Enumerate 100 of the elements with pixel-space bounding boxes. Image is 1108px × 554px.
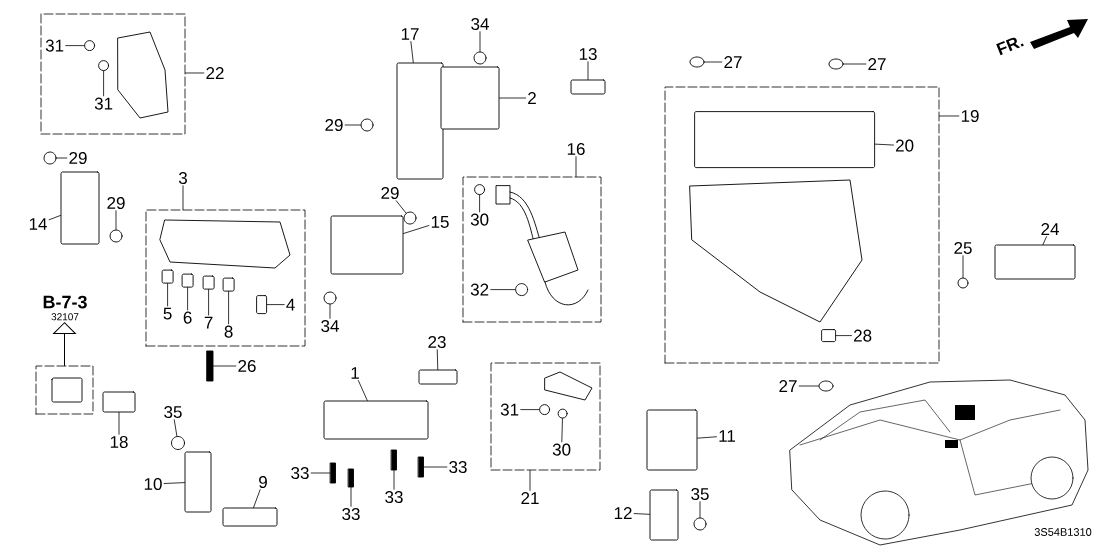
callout-number: 33: [291, 467, 309, 480]
callout-number: 15: [431, 216, 449, 228]
leader-line: [699, 501, 701, 518]
callout-number: 31: [500, 403, 519, 416]
callout-number: 32: [470, 283, 489, 296]
leader-line: [163, 482, 185, 484]
callout-number: 34: [471, 18, 489, 31]
callout-number: 35: [691, 488, 709, 501]
callout-number: 24: [1041, 223, 1059, 235]
callout-number: 8: [224, 325, 233, 338]
callout-number: 29: [381, 187, 399, 200]
callout-number: 28: [854, 329, 872, 342]
leader-line: [228, 291, 229, 325]
leader-line: [185, 72, 205, 74]
leader-line: [561, 418, 563, 443]
leader-line: [187, 287, 188, 311]
callout-number: 27: [724, 56, 742, 68]
leader-line: [56, 157, 68, 159]
callout-number: 25: [954, 242, 972, 255]
part-box: [646, 409, 698, 471]
part-bar: [418, 456, 424, 478]
callout-number: 33: [385, 491, 403, 504]
part-box: [440, 66, 500, 130]
callout-number: 6: [183, 311, 192, 324]
part-box: [994, 244, 1076, 280]
leader-line: [704, 61, 723, 63]
part-bar: [391, 449, 397, 471]
reference-code: B-7-3 32107: [43, 295, 87, 321]
callout-number: 16: [567, 143, 585, 156]
leader-line: [213, 365, 237, 367]
callout-number: 29: [107, 197, 125, 210]
part-bar: [348, 468, 354, 488]
part-box: [222, 277, 235, 292]
callout-number: 19: [961, 110, 979, 123]
part-box: [184, 451, 212, 513]
arrow: [53, 322, 76, 367]
callout-number: 14: [29, 218, 47, 230]
leader-line: [798, 385, 819, 387]
dashed-frame: [462, 176, 602, 323]
callout-number: 18: [110, 436, 128, 449]
callout-number: 27: [868, 58, 886, 70]
part-box: [60, 171, 100, 245]
leader-line: [103, 70, 104, 97]
callout-number: 21: [521, 492, 539, 504]
leader-line: [529, 470, 531, 491]
callout-number: 27: [779, 380, 797, 392]
callout-number: 29: [69, 152, 87, 165]
callout-number: 13: [579, 48, 597, 61]
part-box: [649, 489, 679, 541]
leader-line: [939, 115, 960, 117]
drawing-number: 3S54B1310: [1034, 528, 1092, 536]
callout-number: 5: [163, 307, 172, 320]
part-bar: [330, 462, 336, 484]
dashed-frame: [664, 86, 940, 364]
leader-line: [835, 335, 852, 336]
part-bar: [206, 350, 214, 382]
leader-line: [115, 210, 117, 230]
part-box: [222, 507, 278, 527]
dashed-frame: [40, 13, 186, 135]
callout-number: 11: [719, 430, 735, 442]
part-box: [256, 295, 268, 315]
leader-line: [208, 289, 209, 316]
leader-line: [490, 289, 516, 290]
leader-line: [350, 487, 352, 507]
callout-number: 22: [206, 67, 224, 79]
callout-number: 2: [528, 92, 536, 104]
leader-line: [253, 489, 261, 508]
leader-line: [393, 470, 395, 490]
leader-line: [310, 472, 331, 474]
callout-number: 12: [614, 507, 632, 519]
leader-line: [423, 466, 448, 468]
leader-line: [167, 283, 168, 307]
leader-line: [182, 185, 184, 210]
leader-line: [479, 31, 481, 52]
leader-line: [403, 225, 430, 234]
leader-line: [520, 409, 540, 410]
leader-line: [962, 255, 964, 278]
leader-line: [410, 41, 414, 63]
leader-line: [1042, 236, 1047, 245]
part-box: [570, 79, 606, 95]
leader-line: [633, 513, 650, 515]
part-box: [323, 400, 429, 440]
callout-number: 31: [94, 97, 113, 110]
callout-number: 33: [449, 461, 467, 474]
leader-line: [874, 143, 894, 146]
dashed-frame: [145, 209, 306, 347]
direction-label: FR.: [996, 37, 1024, 56]
leader-line: [479, 194, 480, 213]
leader-line: [173, 419, 178, 437]
part-box: [418, 369, 458, 385]
part-box: [396, 62, 444, 180]
leader-line: [48, 215, 61, 221]
part-box: [821, 329, 837, 343]
callout-number: 9: [259, 476, 267, 489]
leader-line: [344, 124, 361, 126]
callout-number: 29: [325, 119, 343, 132]
callout-number: 31: [45, 39, 64, 52]
leader-line: [587, 61, 589, 80]
leader-line: [843, 63, 867, 65]
leader-line: [395, 200, 407, 214]
